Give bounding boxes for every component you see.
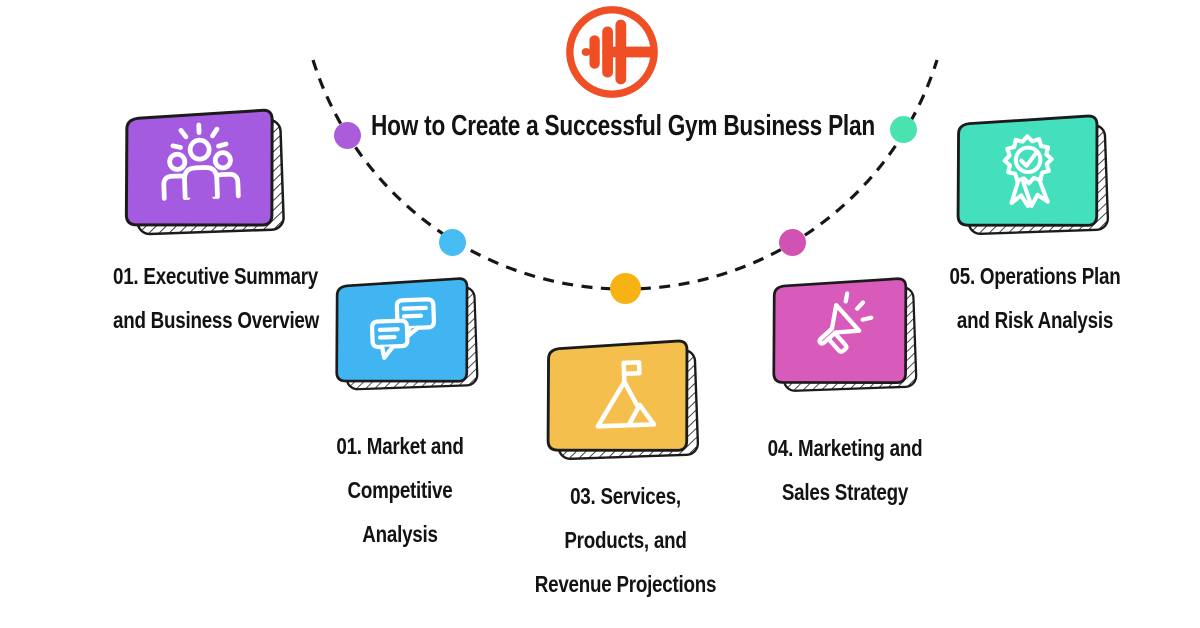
step-card-5 <box>956 114 1110 236</box>
step-card-4 <box>772 277 918 392</box>
step-label-5: 05. Operations Plan and Risk Analysis <box>935 254 1135 342</box>
step-label-line: and Risk Analysis <box>956 307 1114 333</box>
step-label-1: 01. Executive Summary and Business Overv… <box>113 254 320 342</box>
card-face <box>546 339 689 452</box>
step-label-line: and Business Overview <box>113 307 320 333</box>
step-label-line: Products, and <box>564 527 687 553</box>
step-label-3: 03. Services, Products, and Revenue Proj… <box>528 474 724 606</box>
logo-badge <box>566 6 658 98</box>
team-icon <box>161 122 241 201</box>
award-ribbon-icon <box>1002 134 1054 209</box>
mountain-flag-icon <box>595 360 657 429</box>
step-label-line: 01. Executive Summary <box>113 263 319 289</box>
step-label-line: Revenue Projections <box>534 571 717 597</box>
step-dot-2 <box>439 229 466 256</box>
step-label-line: 03. Services, <box>570 483 681 509</box>
step-dot-4 <box>779 229 806 256</box>
step-label-line: 01. Market and <box>336 433 464 459</box>
step-dot-1 <box>334 122 361 149</box>
megaphone-icon <box>817 291 874 354</box>
step-dot-3 <box>610 273 641 304</box>
step-label-line: Sales Strategy <box>781 479 909 505</box>
page-title: How to Create a Successful Gym Business … <box>0 110 1200 143</box>
step-label-line: Competitive <box>347 477 453 503</box>
step-label-2: 01. Market and Competitive Analysis <box>312 424 488 556</box>
step-card-1 <box>124 108 285 236</box>
chat-bubbles-icon <box>369 297 437 360</box>
step-label-4: 04. Marketing and Sales Strategy <box>749 426 941 514</box>
step-label-line: 04. Marketing and <box>767 435 923 461</box>
step-card-3 <box>546 339 700 461</box>
step-card-2 <box>335 277 479 391</box>
step-label-line: Analysis <box>362 521 438 547</box>
step-dot-5 <box>890 116 917 143</box>
page-title-text: How to Create a Successful Gym Business … <box>371 110 875 142</box>
dumbbell-icon <box>566 6 658 98</box>
step-label-line: 05. Operations Plan <box>949 263 1121 289</box>
